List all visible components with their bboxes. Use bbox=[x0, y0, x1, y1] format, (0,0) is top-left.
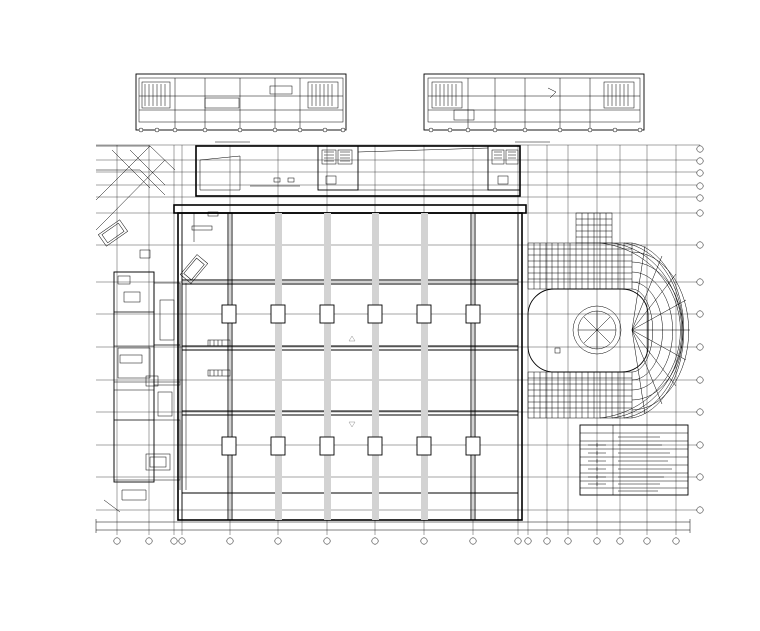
secondary-beams bbox=[275, 213, 428, 520]
columns bbox=[221, 304, 481, 456]
thumbnail-plan-right bbox=[423, 73, 645, 143]
thumbnail-plan-left bbox=[135, 73, 347, 143]
grid-bubbles-right bbox=[696, 145, 704, 514]
site-road bbox=[95, 145, 176, 231]
service-block bbox=[103, 249, 187, 513]
top-annex bbox=[195, 145, 521, 197]
entrance-plaza bbox=[527, 212, 690, 419]
dimension-lines bbox=[95, 519, 691, 533]
planter-box bbox=[97, 219, 209, 284]
legend-table bbox=[579, 424, 689, 496]
grid-bubbles-bottom bbox=[113, 537, 680, 545]
main-hall bbox=[173, 204, 527, 521]
structural-grid bbox=[96, 144, 700, 535]
slope-arrows bbox=[348, 335, 356, 428]
